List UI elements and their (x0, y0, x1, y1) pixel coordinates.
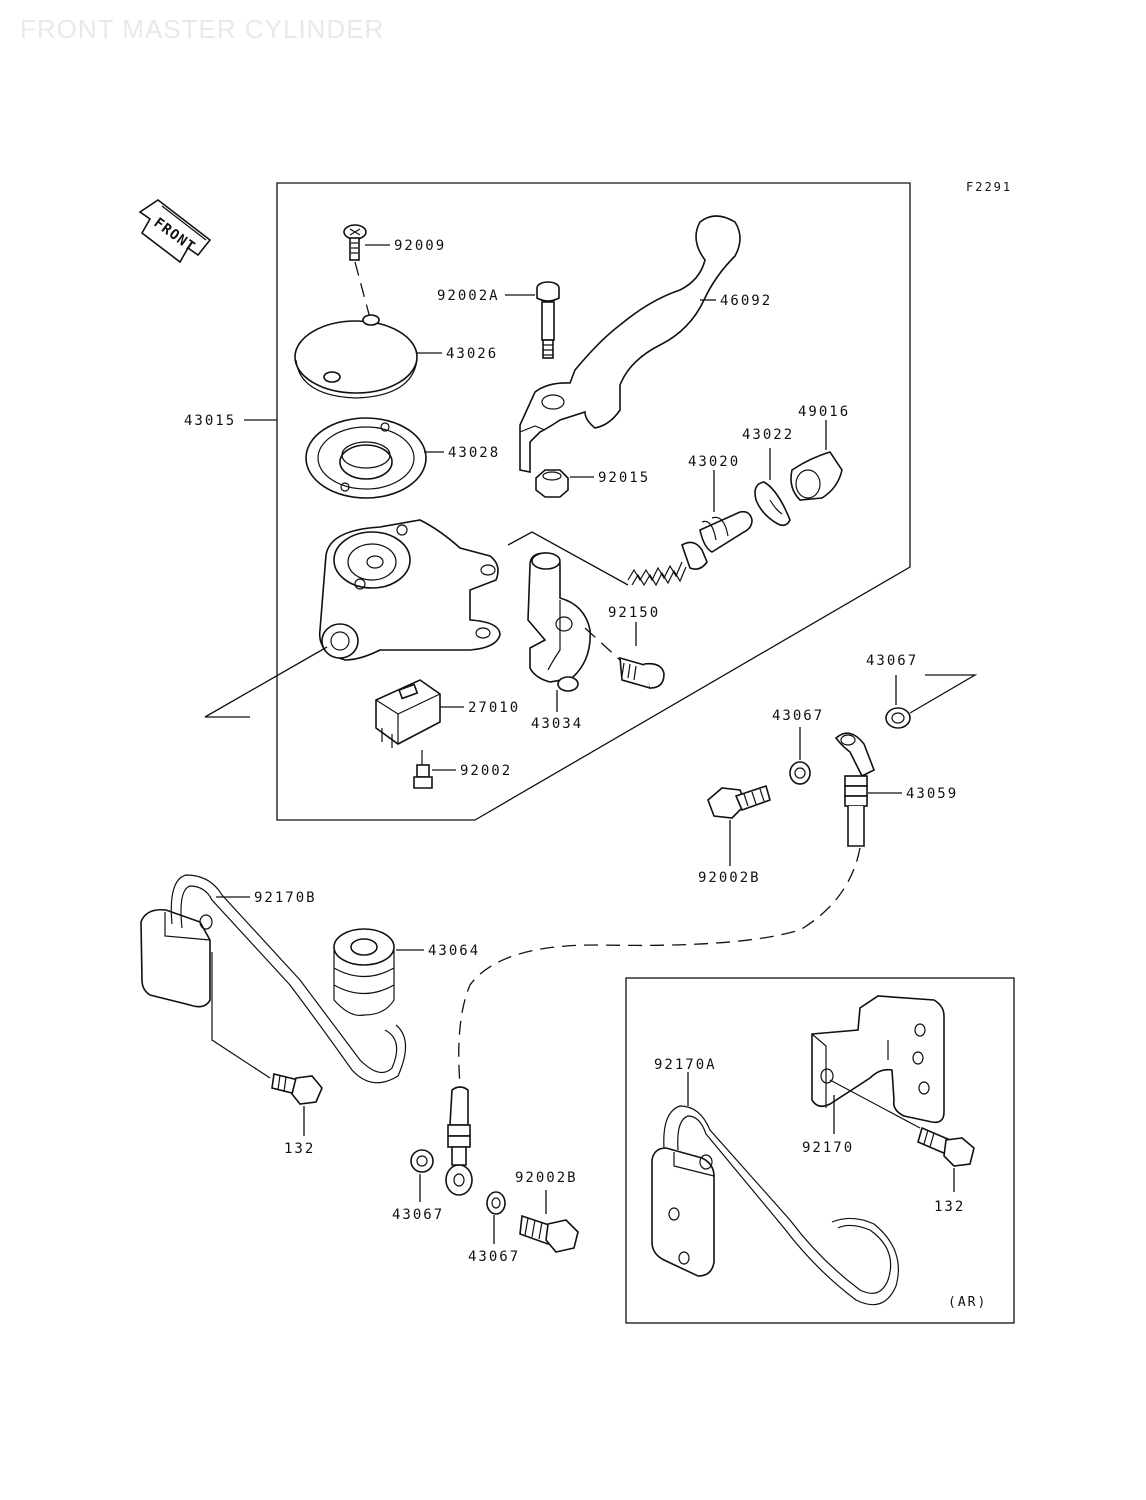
washer-43067-lower-left-icon (410, 1149, 434, 1173)
bolt-132-left-icon (271, 1073, 323, 1105)
part-label-92009: 92009 (394, 238, 446, 254)
brake-switch-27010-icon (375, 679, 441, 748)
part-label-92170B: 92170B (254, 890, 317, 906)
piston-spring-43020-icon (627, 510, 753, 587)
diaphragm-43028-icon (305, 417, 427, 499)
figure-code: F2291 (966, 180, 1012, 194)
banjo-bolt-92002B-upper-icon (707, 784, 771, 819)
bolt-92150-icon (584, 627, 665, 690)
part-label-43067-d: 43067 (468, 1249, 520, 1265)
brake-hose-43059-icon (834, 732, 876, 847)
part-label-43028: 43028 (448, 445, 500, 461)
part-label-49016: 49016 (798, 404, 850, 420)
reservoir-cap-43026-icon (294, 314, 418, 399)
nut-92015-icon (535, 469, 569, 498)
screw-92009-icon (343, 224, 371, 319)
part-label-92002B-a: 92002B (698, 870, 761, 886)
brake-lever-46092-icon (519, 215, 741, 473)
hose-bracket-92170B-icon (140, 874, 407, 1084)
variant-frame (625, 977, 1015, 1324)
part-label-43067-c: 43067 (392, 1207, 444, 1223)
washer-43067-upper-right-icon (885, 707, 911, 729)
mount-plate-92170-icon (811, 995, 945, 1129)
part-label-92002B-b: 92002B (515, 1170, 578, 1186)
part-label-46092: 46092 (720, 293, 772, 309)
washer-43067-lower-right-icon (486, 1191, 506, 1215)
lower-hose-fitting-icon (445, 1086, 473, 1196)
part-label-92015: 92015 (598, 470, 650, 486)
page-title: FRONT MASTER CYLINDER (20, 14, 385, 44)
part-label-92150: 92150 (608, 605, 660, 621)
part-label-43026: 43026 (446, 346, 498, 362)
assembly-frame (276, 182, 911, 821)
part-label-92002A: 92002A (437, 288, 500, 304)
part-label-43022: 43022 (742, 427, 794, 443)
part-label-43067-b: 43067 (772, 708, 824, 724)
part-label-43059: 43059 (906, 786, 958, 802)
part-label-132-a: 132 (284, 1141, 315, 1157)
part-label-43064: 43064 (428, 943, 480, 959)
circlip-43022-icon (754, 481, 791, 527)
front-arrow-icon: FRONT (138, 199, 212, 264)
screw-92002-icon (413, 750, 433, 789)
part-label-43034: 43034 (531, 716, 583, 732)
master-cylinder-body-icon (318, 519, 501, 661)
bolt-132-right-icon (917, 1126, 975, 1167)
pivot-bolt-92002A-icon (536, 281, 560, 359)
washer-43067-upper-mid-icon (789, 761, 811, 785)
part-label-92170: 92170 (802, 1140, 854, 1156)
part-label-27010: 27010 (468, 700, 520, 716)
clamp-43034-icon (527, 552, 591, 692)
grommet-43064-icon (333, 928, 395, 1017)
hose-bracket-92170A-icon (651, 1105, 899, 1306)
part-label-43020: 43020 (688, 454, 740, 470)
variant-label: (AR) (948, 1295, 987, 1310)
dust-boot-49016-icon (790, 451, 843, 501)
part-label-92002: 92002 (460, 763, 512, 779)
part-label-43067-a: 43067 (866, 653, 918, 669)
part-label-43015: 43015 (184, 413, 236, 429)
part-label-92170A: 92170A (654, 1057, 717, 1073)
part-label-132-b: 132 (934, 1199, 965, 1215)
banjo-bolt-92002B-lower-icon (519, 1214, 579, 1253)
